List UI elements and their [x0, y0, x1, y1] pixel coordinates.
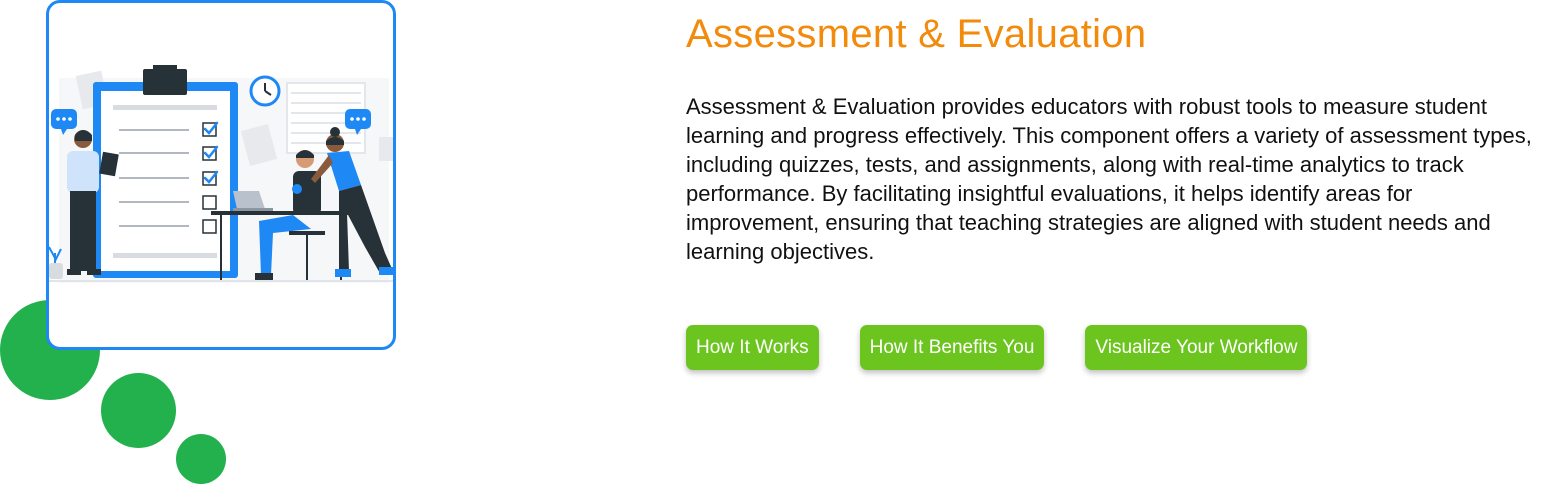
action-buttons: How It Works How It Benefits You Visuali… [686, 325, 1308, 370]
how-it-benefits-you-button[interactable]: How It Benefits You [859, 325, 1045, 370]
how-it-works-button[interactable]: How It Works [686, 325, 819, 370]
section-title: Assessment & Evaluation [686, 12, 1147, 56]
decorative-circle-small [176, 434, 226, 484]
decorative-circle-medium [101, 373, 176, 448]
visualize-your-workflow-button[interactable]: Visualize Your Workflow [1085, 325, 1308, 370]
checklist-team-illustration [49, 65, 393, 283]
illustration-card [46, 0, 396, 350]
section-description: Assessment & Evaluation provides educato… [686, 94, 1532, 264]
